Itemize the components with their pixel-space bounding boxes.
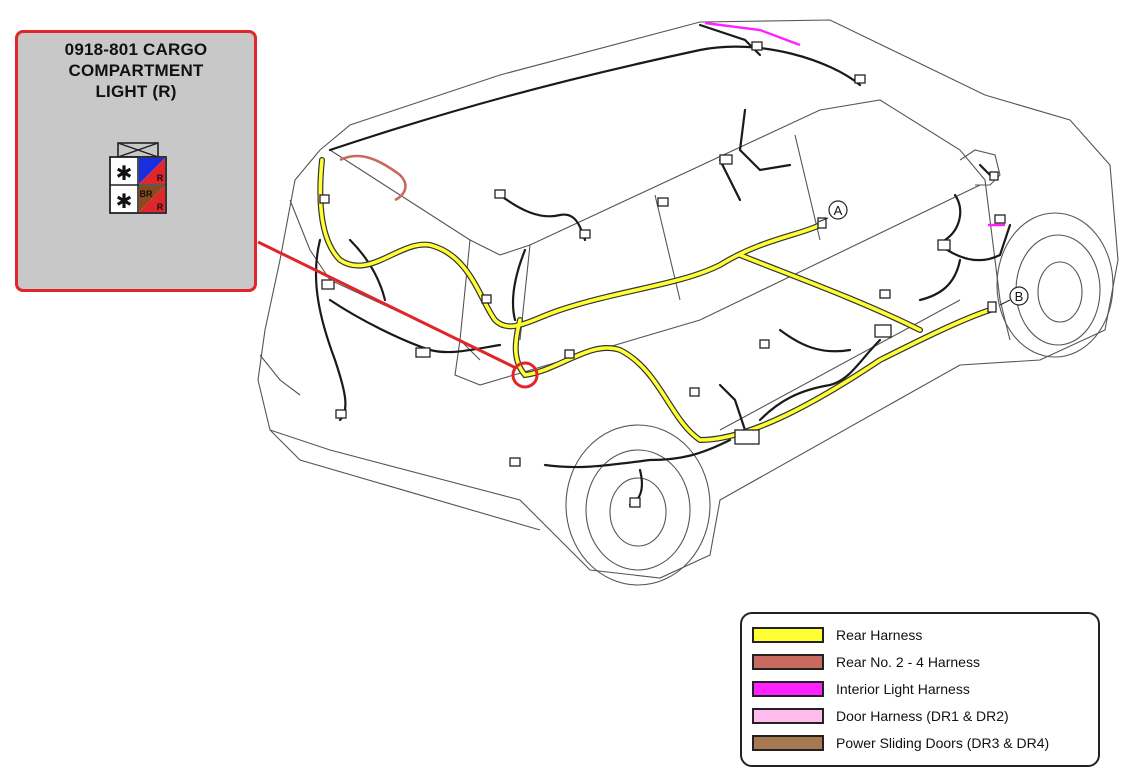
legend-label: Power Sliding Doors (DR3 & DR4) bbox=[836, 735, 1050, 751]
callout-leader-line bbox=[257, 240, 517, 370]
legend-label: Rear No. 2 - 4 Harness bbox=[836, 654, 980, 670]
rear-harness-wire bbox=[317, 157, 993, 444]
connector-face-icon: ✱ ✱ BR R R bbox=[109, 142, 167, 214]
legend-item: Interior Light Harness bbox=[752, 678, 970, 700]
pin-1-r-mark: R bbox=[157, 173, 164, 183]
legend-label: Door Harness (DR1 & DR2) bbox=[836, 708, 1009, 724]
pin-2-r-mark: R bbox=[157, 202, 164, 212]
rear-wheel bbox=[565, 424, 711, 586]
legend-swatch bbox=[752, 708, 824, 724]
connectors bbox=[319, 41, 1006, 508]
front-wheel bbox=[996, 212, 1114, 358]
callout-title-line-3: LIGHT (R) bbox=[95, 82, 177, 101]
legend-swatch bbox=[752, 735, 824, 751]
callout-title-line-2: COMPARTMENT bbox=[68, 61, 204, 80]
connector-callout: 0918-801 CARGO COMPARTMENT LIGHT (R) ✱ ✱… bbox=[15, 30, 257, 292]
legend-item: Rear No. 2 - 4 Harness bbox=[752, 651, 980, 673]
pin-1-symbol: ✱ bbox=[116, 161, 133, 185]
marker-a-label: A bbox=[834, 203, 843, 218]
legend-swatch bbox=[752, 681, 824, 697]
callout-title: 0918-801 CARGO COMPARTMENT LIGHT (R) bbox=[18, 39, 254, 102]
legend-item: Door Harness (DR1 & DR2) bbox=[752, 705, 1009, 727]
black-wires bbox=[314, 23, 1012, 507]
legend-label: Interior Light Harness bbox=[836, 681, 970, 697]
legend-item: Rear Harness bbox=[752, 624, 922, 646]
callout-title-line-1: 0918-801 CARGO bbox=[64, 40, 208, 59]
pin-2-symbol: ✱ bbox=[116, 189, 133, 213]
rear-no2-harness-wire bbox=[339, 154, 407, 202]
harness-legend: Rear Harness Rear No. 2 - 4 Harness Inte… bbox=[740, 612, 1100, 767]
interior-light-harness-wire bbox=[704, 21, 1005, 227]
legend-swatch bbox=[752, 654, 824, 670]
legend-label: Rear Harness bbox=[836, 627, 923, 643]
marker-b: B bbox=[999, 286, 1029, 306]
marker-b-label: B bbox=[1015, 289, 1024, 304]
pin-2-wire-label: BR bbox=[140, 189, 153, 199]
legend-swatch bbox=[752, 627, 824, 643]
legend-item: Power Sliding Doors (DR3 & DR4) bbox=[752, 732, 1049, 754]
location-highlight-circle bbox=[511, 361, 539, 389]
marker-a: A bbox=[817, 200, 848, 223]
